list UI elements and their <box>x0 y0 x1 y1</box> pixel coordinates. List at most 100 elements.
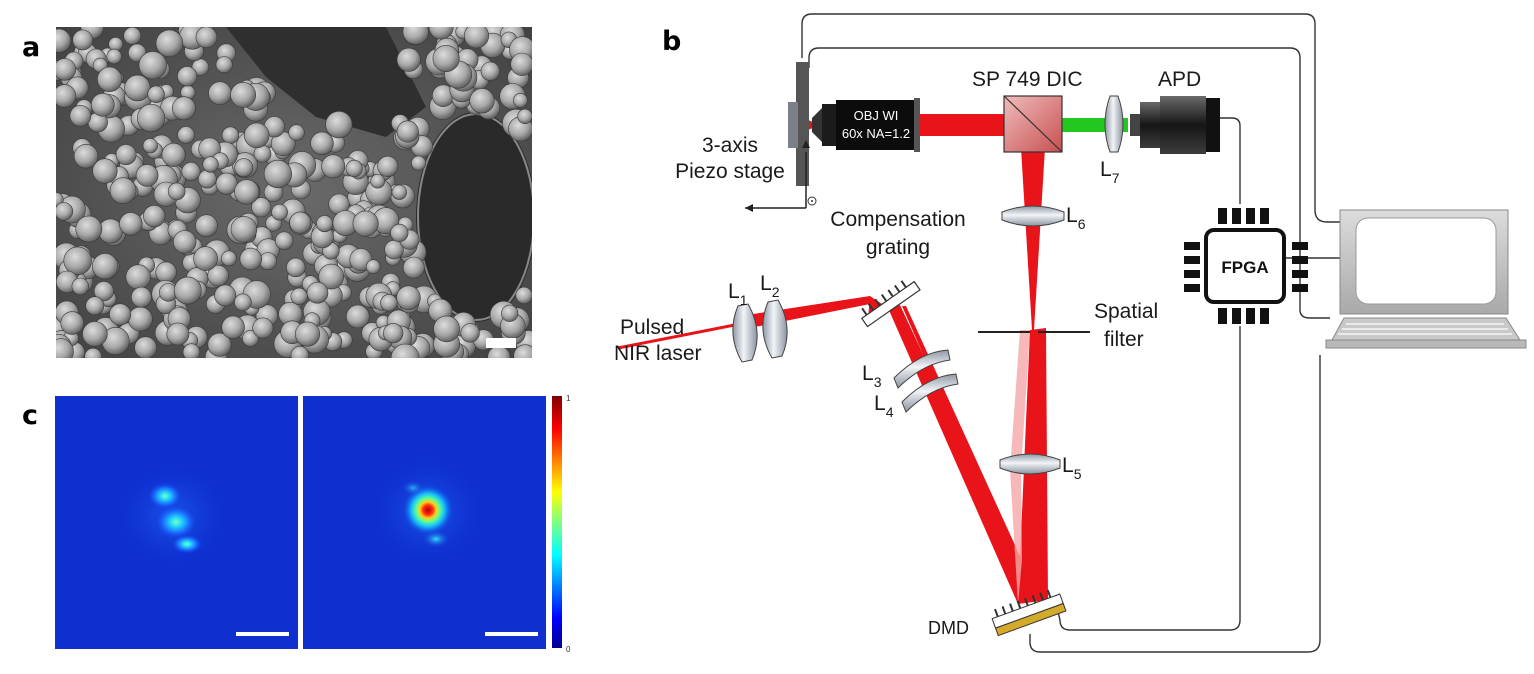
particle <box>155 29 184 57</box>
dichroic-label: SP 749 DIC <box>972 68 1083 91</box>
particle <box>325 110 353 139</box>
signal-wires <box>801 13 1345 653</box>
particle <box>69 105 92 127</box>
panel-letter-a: a <box>22 32 41 63</box>
particle <box>177 66 198 87</box>
particle <box>96 66 123 92</box>
particle <box>73 143 99 169</box>
particle <box>191 58 210 76</box>
particle <box>259 252 277 271</box>
particle <box>230 82 257 108</box>
particle <box>510 52 532 76</box>
particle <box>115 144 137 166</box>
particle <box>56 28 72 53</box>
particle <box>215 172 238 195</box>
particle <box>214 284 237 307</box>
particle <box>106 48 122 65</box>
piezo-stage <box>745 62 817 212</box>
lens-l6-label: L6 <box>1066 204 1086 232</box>
particle <box>197 169 217 189</box>
particle <box>177 126 195 144</box>
particle <box>515 286 532 304</box>
apd-detector <box>1130 96 1220 154</box>
particle <box>193 246 218 271</box>
fpga-label: FPGA <box>1221 258 1268 277</box>
particle <box>195 214 218 237</box>
particle <box>167 182 186 201</box>
particle <box>90 93 115 117</box>
spatial-filter-label-line2: filter <box>1104 328 1144 351</box>
particle <box>202 156 219 173</box>
particle <box>517 108 532 124</box>
particle <box>244 122 270 149</box>
stage-label-line1: 3-axis <box>702 134 758 157</box>
particle <box>109 177 137 204</box>
particle <box>370 173 386 189</box>
particle <box>172 96 196 121</box>
particle <box>136 103 166 133</box>
particle <box>208 81 232 105</box>
scale-bar <box>485 632 538 636</box>
dichroic-cube <box>1003 95 1063 153</box>
particle <box>383 323 404 344</box>
compensation-label-line2: grating <box>866 236 930 259</box>
particle <box>75 215 103 243</box>
particle <box>318 263 345 290</box>
particle <box>215 56 233 74</box>
particle <box>134 336 157 358</box>
particle <box>109 303 132 326</box>
particle <box>92 158 118 184</box>
particle <box>142 138 158 154</box>
particle <box>286 257 306 278</box>
panel-letter-b: b <box>662 26 682 57</box>
particle <box>321 154 346 179</box>
particle <box>251 197 272 218</box>
particle <box>72 29 94 51</box>
particle <box>63 246 92 276</box>
particle <box>365 259 381 274</box>
particle <box>60 311 84 335</box>
lens-l3-label: L3 <box>862 362 882 390</box>
particle <box>195 27 218 49</box>
particle <box>135 164 159 187</box>
particle <box>288 124 305 141</box>
particle <box>289 211 312 234</box>
particle <box>161 142 186 167</box>
colorbar: 1 0 <box>552 394 571 654</box>
particle <box>56 58 76 81</box>
objective-label-line2: 60x NA=1.2 <box>842 126 910 141</box>
lens-l7-label: L7 <box>1100 158 1120 186</box>
particle <box>85 296 105 316</box>
stage-label-line2: Piezo stage <box>675 160 785 183</box>
particle <box>56 84 77 108</box>
optical-setup-diagram: OBJ WI 60x NA=1.2 <box>614 13 1527 653</box>
particle <box>396 285 421 310</box>
lens-l3 <box>893 349 951 389</box>
particle <box>138 51 167 80</box>
particle <box>377 155 399 177</box>
particle <box>127 306 153 332</box>
particle <box>56 202 74 221</box>
particle <box>352 210 379 237</box>
particle <box>207 332 232 357</box>
objective-lens: OBJ WI 60x NA=1.2 <box>812 98 920 152</box>
particle <box>230 216 258 243</box>
particle <box>469 88 495 114</box>
particle <box>271 203 288 221</box>
particle <box>221 126 240 144</box>
fpga-chip: FPGA <box>1184 208 1308 324</box>
particle-field <box>56 27 532 358</box>
particle <box>396 47 421 72</box>
lens-l5-label: L5 <box>1062 454 1082 482</box>
dmd-label: DMD <box>928 618 969 638</box>
scale-bar <box>236 632 289 636</box>
particle <box>155 261 177 284</box>
particle <box>402 27 429 45</box>
particle <box>91 253 119 280</box>
heatmap-right <box>303 396 546 649</box>
lens-l7 <box>1104 95 1124 153</box>
particle <box>166 322 190 346</box>
particle <box>84 347 102 358</box>
objective-label-line1: OBJ WI <box>854 108 899 123</box>
particle <box>173 276 202 305</box>
